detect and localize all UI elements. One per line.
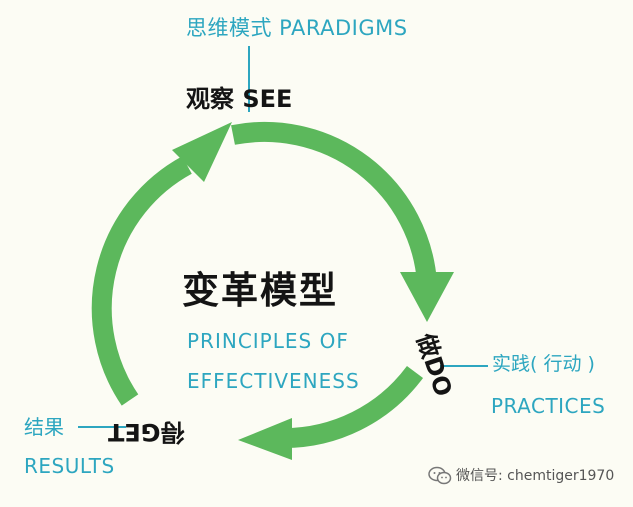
practices-en-label: PRACTICES [491,394,606,418]
results-cn-label: 结果 [24,415,64,439]
see-label: 观察 SEE [186,85,293,113]
watermark-text: 微信号: chemtiger1970 [456,468,615,484]
center-title: 变革模型 [182,269,338,312]
arrowhead-see [172,122,232,182]
practices-cn-label: 实践( 行动 ) [492,353,595,375]
arc-get-to-see [91,156,192,406]
results-en-label: RESULTS [24,454,115,478]
arc-see-to-do [231,121,437,283]
wechat-icon [428,466,452,485]
paradigms-label: 思维模式 PARADIGMS [186,16,408,40]
arrowhead-get [238,418,292,460]
arrowhead-do [400,272,454,322]
center-subtitle-line1: PRINCIPLES OF [187,329,349,353]
arc-do-to-get [281,365,424,449]
get-label: 得GET [108,418,185,446]
center-subtitle-line2: EFFECTIVENESS [187,369,360,393]
